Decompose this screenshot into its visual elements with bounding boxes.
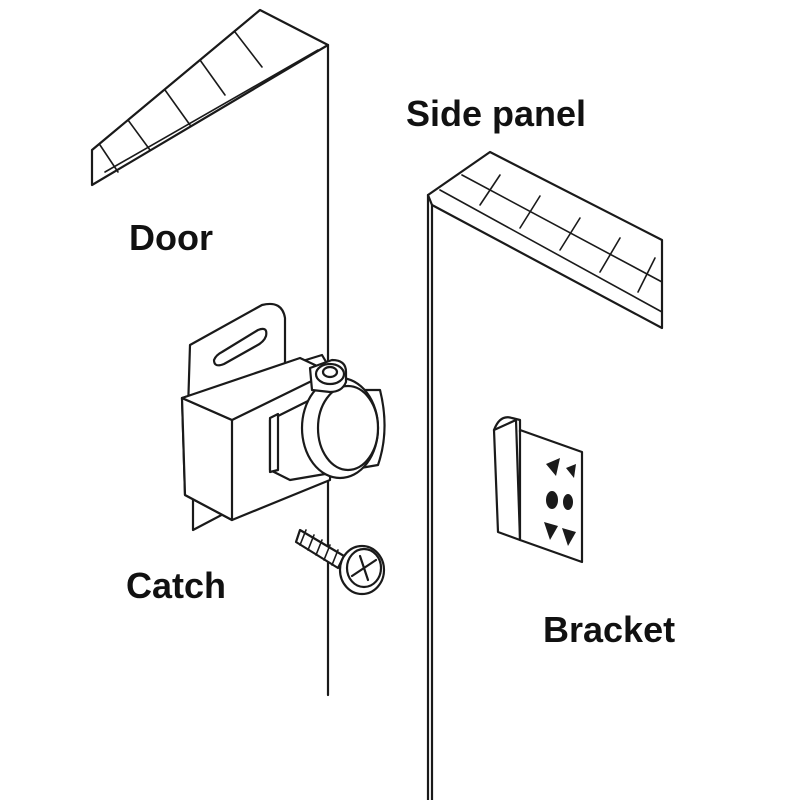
side-panel-label: Side panel [406, 93, 587, 134]
catch-assembly [180, 302, 386, 532]
side-panel [426, 150, 664, 800]
door-label: Door [129, 217, 213, 258]
bracket-label: Bracket [543, 609, 676, 650]
catch-label: Catch [126, 565, 227, 606]
door-panel [90, 8, 330, 697]
screw [294, 528, 386, 596]
bracket [492, 416, 584, 564]
